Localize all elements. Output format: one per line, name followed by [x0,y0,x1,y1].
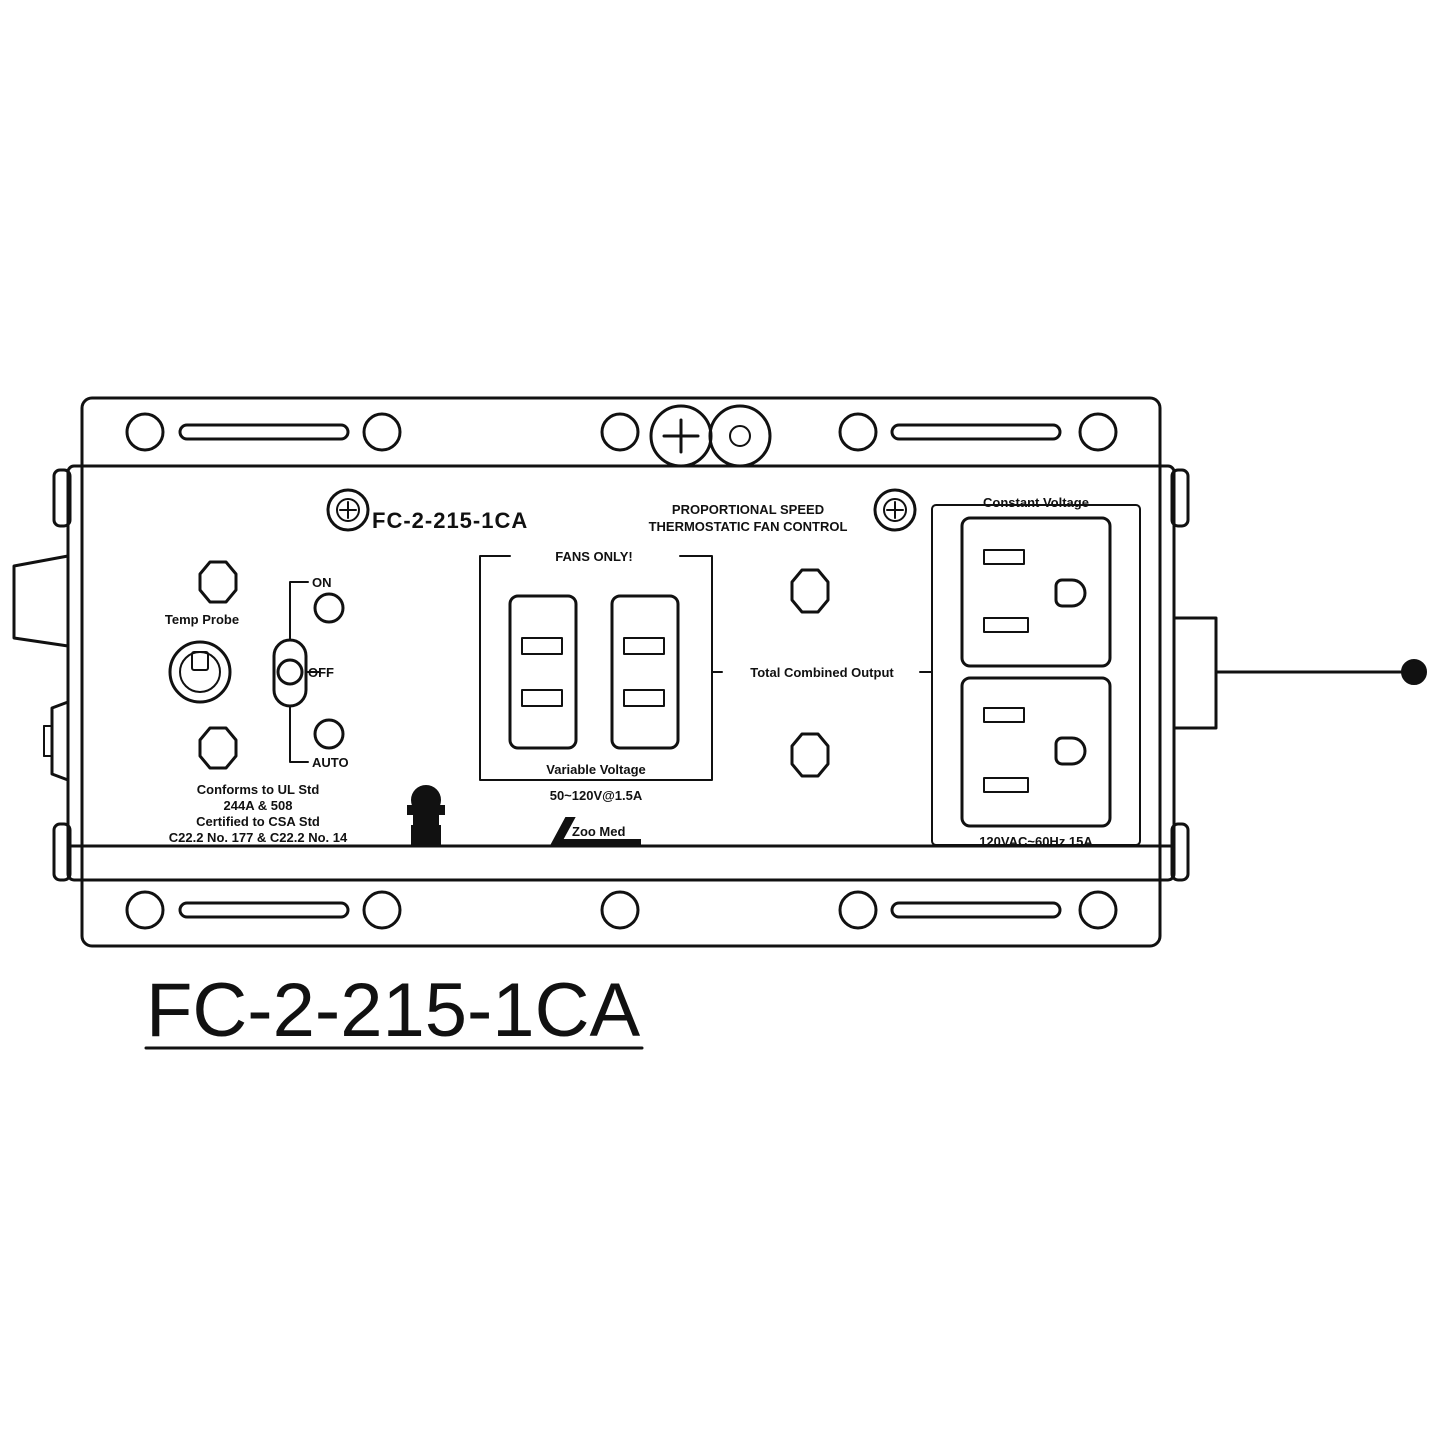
mount-hole-icon [1078,412,1118,452]
switch-off-label: OFF [308,665,334,680]
cord-strain-relief [1172,616,1218,730]
variable-outlet-1[interactable] [508,594,578,750]
brand-label: Zoo Med [572,824,625,839]
variable-group-label: FANS ONLY! [555,549,633,564]
product-line-1: PROPORTIONAL SPEED [672,502,824,517]
side-grommet [50,700,70,782]
variable-voltage-label: Variable Voltage [546,762,645,777]
constant-outlet-2[interactable] [960,676,1112,828]
mount-hole-icon [125,412,165,452]
unit-model-label: FC-2-215-1CA [372,508,528,533]
product-line-2: THERMOSTATIC FAN CONTROL [649,519,848,534]
temp-probe-label: Temp Probe [165,612,239,627]
switch-on-label: ON [312,575,332,590]
mount-hole-icon [838,890,878,930]
mount-hole-icon [362,890,402,930]
screw-icon [873,488,917,532]
top-mounting-row [125,412,1118,452]
constant-voltage-label: Constant Voltage [983,495,1089,510]
model-caption: FC-2-215-1CA [146,968,640,1053]
mounting-plate [80,396,1162,948]
variable-outlet-2[interactable] [610,594,680,750]
mount-slot [178,423,350,441]
mount-hole-icon [362,412,402,452]
mount-slot [890,901,1062,919]
hex-nut-icon [790,732,830,778]
fuse-holder-icon [649,404,713,468]
bottom-mounting-row [125,890,1118,930]
mount-slot [178,901,350,919]
housing-feet [52,468,1190,882]
reset-button-icon [708,404,772,468]
mount-hole-icon [125,890,165,930]
hex-nut-icon [198,726,238,770]
variable-voltage-group: FANS ONLY! Variable Voltage 50~120V@1.5A [479,549,713,803]
on-indicator-icon [313,592,345,624]
mode-switch[interactable] [272,581,321,763]
probe-jack-housing [12,554,70,648]
cert-line-3: Certified to CSA Std [196,814,320,829]
constant-rating: 120VAC~60Hz 15A [979,834,1093,849]
temperature-dial-icon[interactable] [168,640,232,704]
mount-hole-icon [600,890,640,930]
constant-outlet-1[interactable] [960,516,1112,668]
mount-slot [890,423,1062,441]
hex-nut-icon [790,568,830,614]
cert-line-1: Conforms to UL Std [197,782,320,797]
constant-voltage-group [931,504,1141,846]
switch-auto-label: AUTO [312,755,349,770]
combined-output-label: Total Combined Output [750,665,894,680]
auto-indicator-icon [313,718,345,750]
cert-line-2: 244A & 508 [224,798,293,813]
cert-line-4: C22.2 No. 177 & C22.2 No. 14 [169,830,348,845]
variable-rating: 50~120V@1.5A [550,788,643,803]
brand-logo-icon: Zoo Med [550,817,641,845]
mount-hole-icon [838,412,878,452]
mount-hole-icon [600,412,640,452]
mount-hole-icon [1078,890,1118,930]
screw-icon [326,488,370,532]
hex-nut-icon [198,560,238,604]
indicator-lamp-icon [407,785,445,845]
plug-end-icon [1401,659,1427,685]
